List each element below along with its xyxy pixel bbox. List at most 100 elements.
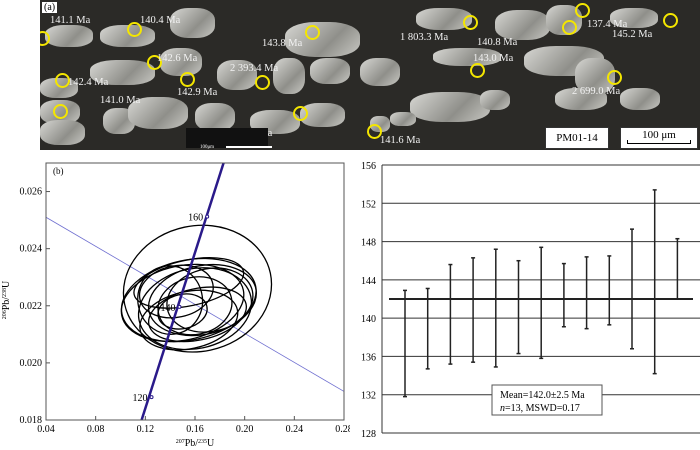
zircon-grain [160, 48, 202, 76]
scale-bar-box: 100 μm [620, 127, 698, 149]
concordia-age-marker [177, 304, 182, 309]
analysis-spot-marker [367, 124, 382, 139]
spot-age-label: 140.4 Ma [140, 15, 181, 26]
spot-age-label: 143.8 Ma [262, 38, 303, 49]
y-tick-label: 0.020 [20, 358, 43, 369]
zircon-grain [273, 58, 305, 94]
analysis-spot-marker [305, 25, 320, 40]
spot-age-label: 1 803.3 Ma [400, 32, 449, 43]
sample-label: PM01-14 [545, 127, 609, 149]
x-tick-label: 0.28 [335, 424, 350, 435]
zircon-grain [416, 8, 472, 30]
zircon-grain [40, 120, 85, 145]
concordia-age-marker [149, 395, 154, 400]
ellipses [120, 224, 273, 353]
spot-age-label: 141.1 Ma [50, 15, 91, 26]
error-ellipse [137, 267, 253, 351]
zircon-grain [610, 8, 658, 28]
analysis-spot-marker [470, 63, 485, 78]
concordia-age-marker [205, 214, 210, 219]
analysis-spot-marker [53, 104, 68, 119]
y-tick-label: 0.024 [20, 244, 43, 255]
x-tick-label: 0.24 [286, 424, 304, 435]
zircon-grain [480, 90, 510, 110]
scale-bar-background [186, 128, 268, 148]
error-ellipse [122, 224, 273, 353]
analysis-spot-marker [40, 31, 50, 46]
x-tick-label: 0.12 [137, 424, 155, 435]
y-tick-label: 0.018 [20, 415, 43, 426]
spot-age-label: 141.6 Ma [380, 135, 421, 146]
concordia-curve [140, 163, 225, 420]
concordia-age-label: 140 [160, 303, 175, 314]
x-tick-label: 0.08 [87, 424, 105, 435]
zircon-grain [90, 60, 155, 85]
zircon-grain [45, 25, 93, 47]
zircon-grain [170, 8, 215, 38]
analysis-spot-marker [127, 22, 142, 37]
zircon-grain [410, 92, 490, 122]
spot-age-label: 2 393.4 Ma [230, 63, 279, 74]
panel-label-b: (b) [53, 166, 64, 176]
spot-age-label: 143.0 Ma [473, 53, 514, 64]
y-tick-label: 140 [361, 314, 376, 325]
annotation-box [491, 384, 603, 416]
zircon-grain [390, 112, 416, 126]
y-tick-label: 152 [361, 199, 376, 210]
y-tick-label: 132 [361, 391, 376, 402]
y-tick-label: 128 [361, 429, 376, 440]
error-ellipse [166, 267, 254, 333]
analysis-spot-marker [463, 15, 478, 30]
x-tick-label: 0.04 [37, 424, 55, 435]
analysis-spot-marker [255, 75, 270, 90]
scale-bar-label: 100 μm [642, 129, 676, 141]
zircon-grain [310, 58, 350, 84]
panel-label-a: (a) [42, 2, 58, 13]
concordia-chart: 120 140 160 (b) 0.04 0.08 0.12 0.16 0.20 0.24 0.28… [1, 162, 350, 449]
spot-age-label: 140.8 Ma [477, 37, 518, 48]
x-tick-label: 0.16 [186, 424, 204, 435]
error-ellipse [157, 293, 208, 330]
zircon-grain [555, 88, 607, 110]
zircon-grain [433, 48, 501, 66]
zircon-cl-image-panel: (a) 141.1 Ma 140.4 Ma 143.8 Ma 1 803.3 Ma 14… [40, 0, 700, 150]
zircon-grain [217, 60, 257, 90]
analysis-spot-marker [607, 70, 622, 85]
analysis-spot-marker [180, 72, 195, 87]
zircon-grain [495, 10, 550, 40]
small-scale-bar [226, 146, 272, 148]
zircon-grain [195, 103, 235, 131]
y-axis-label: 206Pb/238U [1, 280, 12, 319]
y-tick-label: 136 [361, 352, 376, 363]
x-tick-label: 0.20 [236, 424, 254, 435]
x-axis-label: 207Pb/235U [176, 438, 215, 449]
analysis-spot-marker [562, 20, 577, 35]
spot-age-label: 137.4 Ma [587, 19, 628, 30]
error-ellipse [133, 257, 245, 309]
spot-age-label: 142.6 Ma [157, 53, 198, 64]
analysis-spot-marker [293, 106, 308, 121]
y-tick-label: 156 [361, 161, 376, 172]
error-ellipse [147, 286, 248, 343]
spot-age-label: 2 699.0 Ma [572, 86, 621, 97]
concordia-age-label: 160 [188, 213, 203, 224]
spot-age-label: 142.4 Ma [68, 77, 109, 88]
y-tick-label: 144 [361, 276, 376, 287]
analysis-spot-marker [55, 73, 70, 88]
y-tick-label: 0.022 [20, 301, 43, 312]
spot-age-label: 142.9 Ma [177, 87, 218, 98]
analysis-spot-marker [147, 55, 162, 70]
y-tick-label: 148 [361, 238, 376, 249]
scale-bar [627, 140, 691, 144]
zircon-grain [285, 22, 360, 57]
concordia-age-label: 120 [133, 393, 148, 404]
zircon-grain [360, 58, 400, 86]
plot-frame [45, 162, 345, 421]
spot-age-label: 141.0 Ma [100, 95, 141, 106]
analysis-spot-marker [663, 13, 678, 28]
n-mswd-annotation: n=13, MSWD=0.17 [500, 403, 580, 414]
mean-annotation: Mean=142.0±2.5 Ma [500, 390, 585, 401]
zircon-grain [128, 97, 188, 129]
y-tick-label: 0.026 [20, 187, 43, 198]
zircon-grain [620, 88, 660, 110]
